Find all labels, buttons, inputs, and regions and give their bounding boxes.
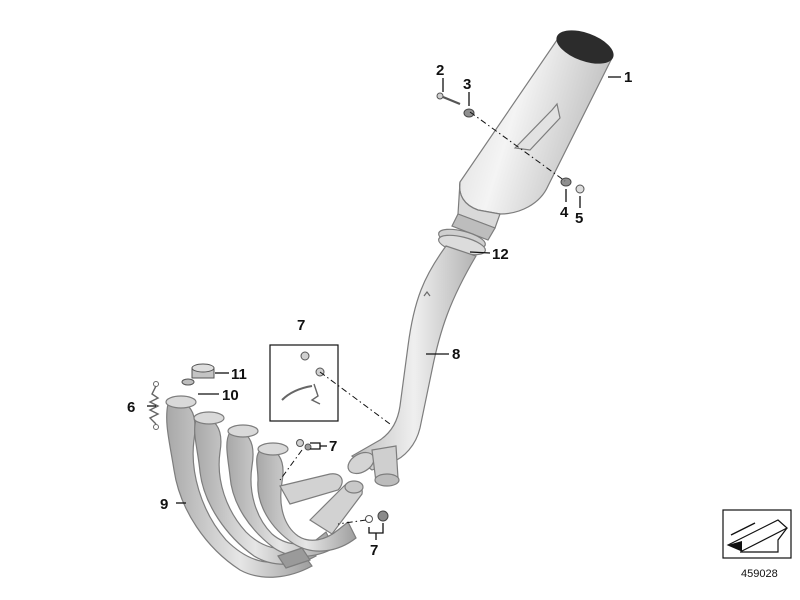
pipe-clamp <box>438 228 486 256</box>
muffler <box>451 30 614 241</box>
centerline-clip-mid <box>279 449 303 481</box>
spring-6 <box>148 381 160 430</box>
centerline-muffler-bolt <box>469 111 566 182</box>
callout-11: 11 <box>231 366 247 383</box>
callout-10: 10 <box>222 387 239 404</box>
centerline-kit-7 <box>319 371 391 425</box>
reference-number: 459028 <box>741 568 778 580</box>
clip-7-mid <box>296 439 312 451</box>
callout-4: 4 <box>560 204 569 221</box>
washer-3 <box>463 108 475 118</box>
muffler-bracket <box>513 102 561 151</box>
arrow-corner-icon <box>726 519 789 553</box>
link-pipe <box>347 245 477 487</box>
nut-5 <box>575 184 585 194</box>
callout-9: 9 <box>160 496 168 513</box>
callout-2: 2 <box>436 62 444 79</box>
callout-7-low: 7 <box>370 542 378 559</box>
kit-7-contents <box>281 351 325 405</box>
washer-4 <box>560 177 572 187</box>
gasket-10 <box>181 378 195 386</box>
centerline-clip-low <box>337 519 367 525</box>
callout-7-box: 7 <box>297 317 305 334</box>
screw-2 <box>436 92 461 106</box>
muffler-endcap <box>556 30 614 64</box>
sleeve-11 <box>191 363 215 379</box>
callout-1: 1 <box>624 69 632 86</box>
clip-7-low <box>365 510 389 523</box>
reference-box <box>722 509 792 559</box>
callout-12: 12 <box>492 246 509 263</box>
callout-5: 5 <box>575 210 583 227</box>
callout-7-mid: 7 <box>329 438 337 455</box>
header-pipes <box>165 395 364 578</box>
callout-8: 8 <box>452 346 460 363</box>
callout-3: 3 <box>463 76 471 93</box>
leader-lines <box>147 76 621 540</box>
callout-6: 6 <box>127 399 135 416</box>
